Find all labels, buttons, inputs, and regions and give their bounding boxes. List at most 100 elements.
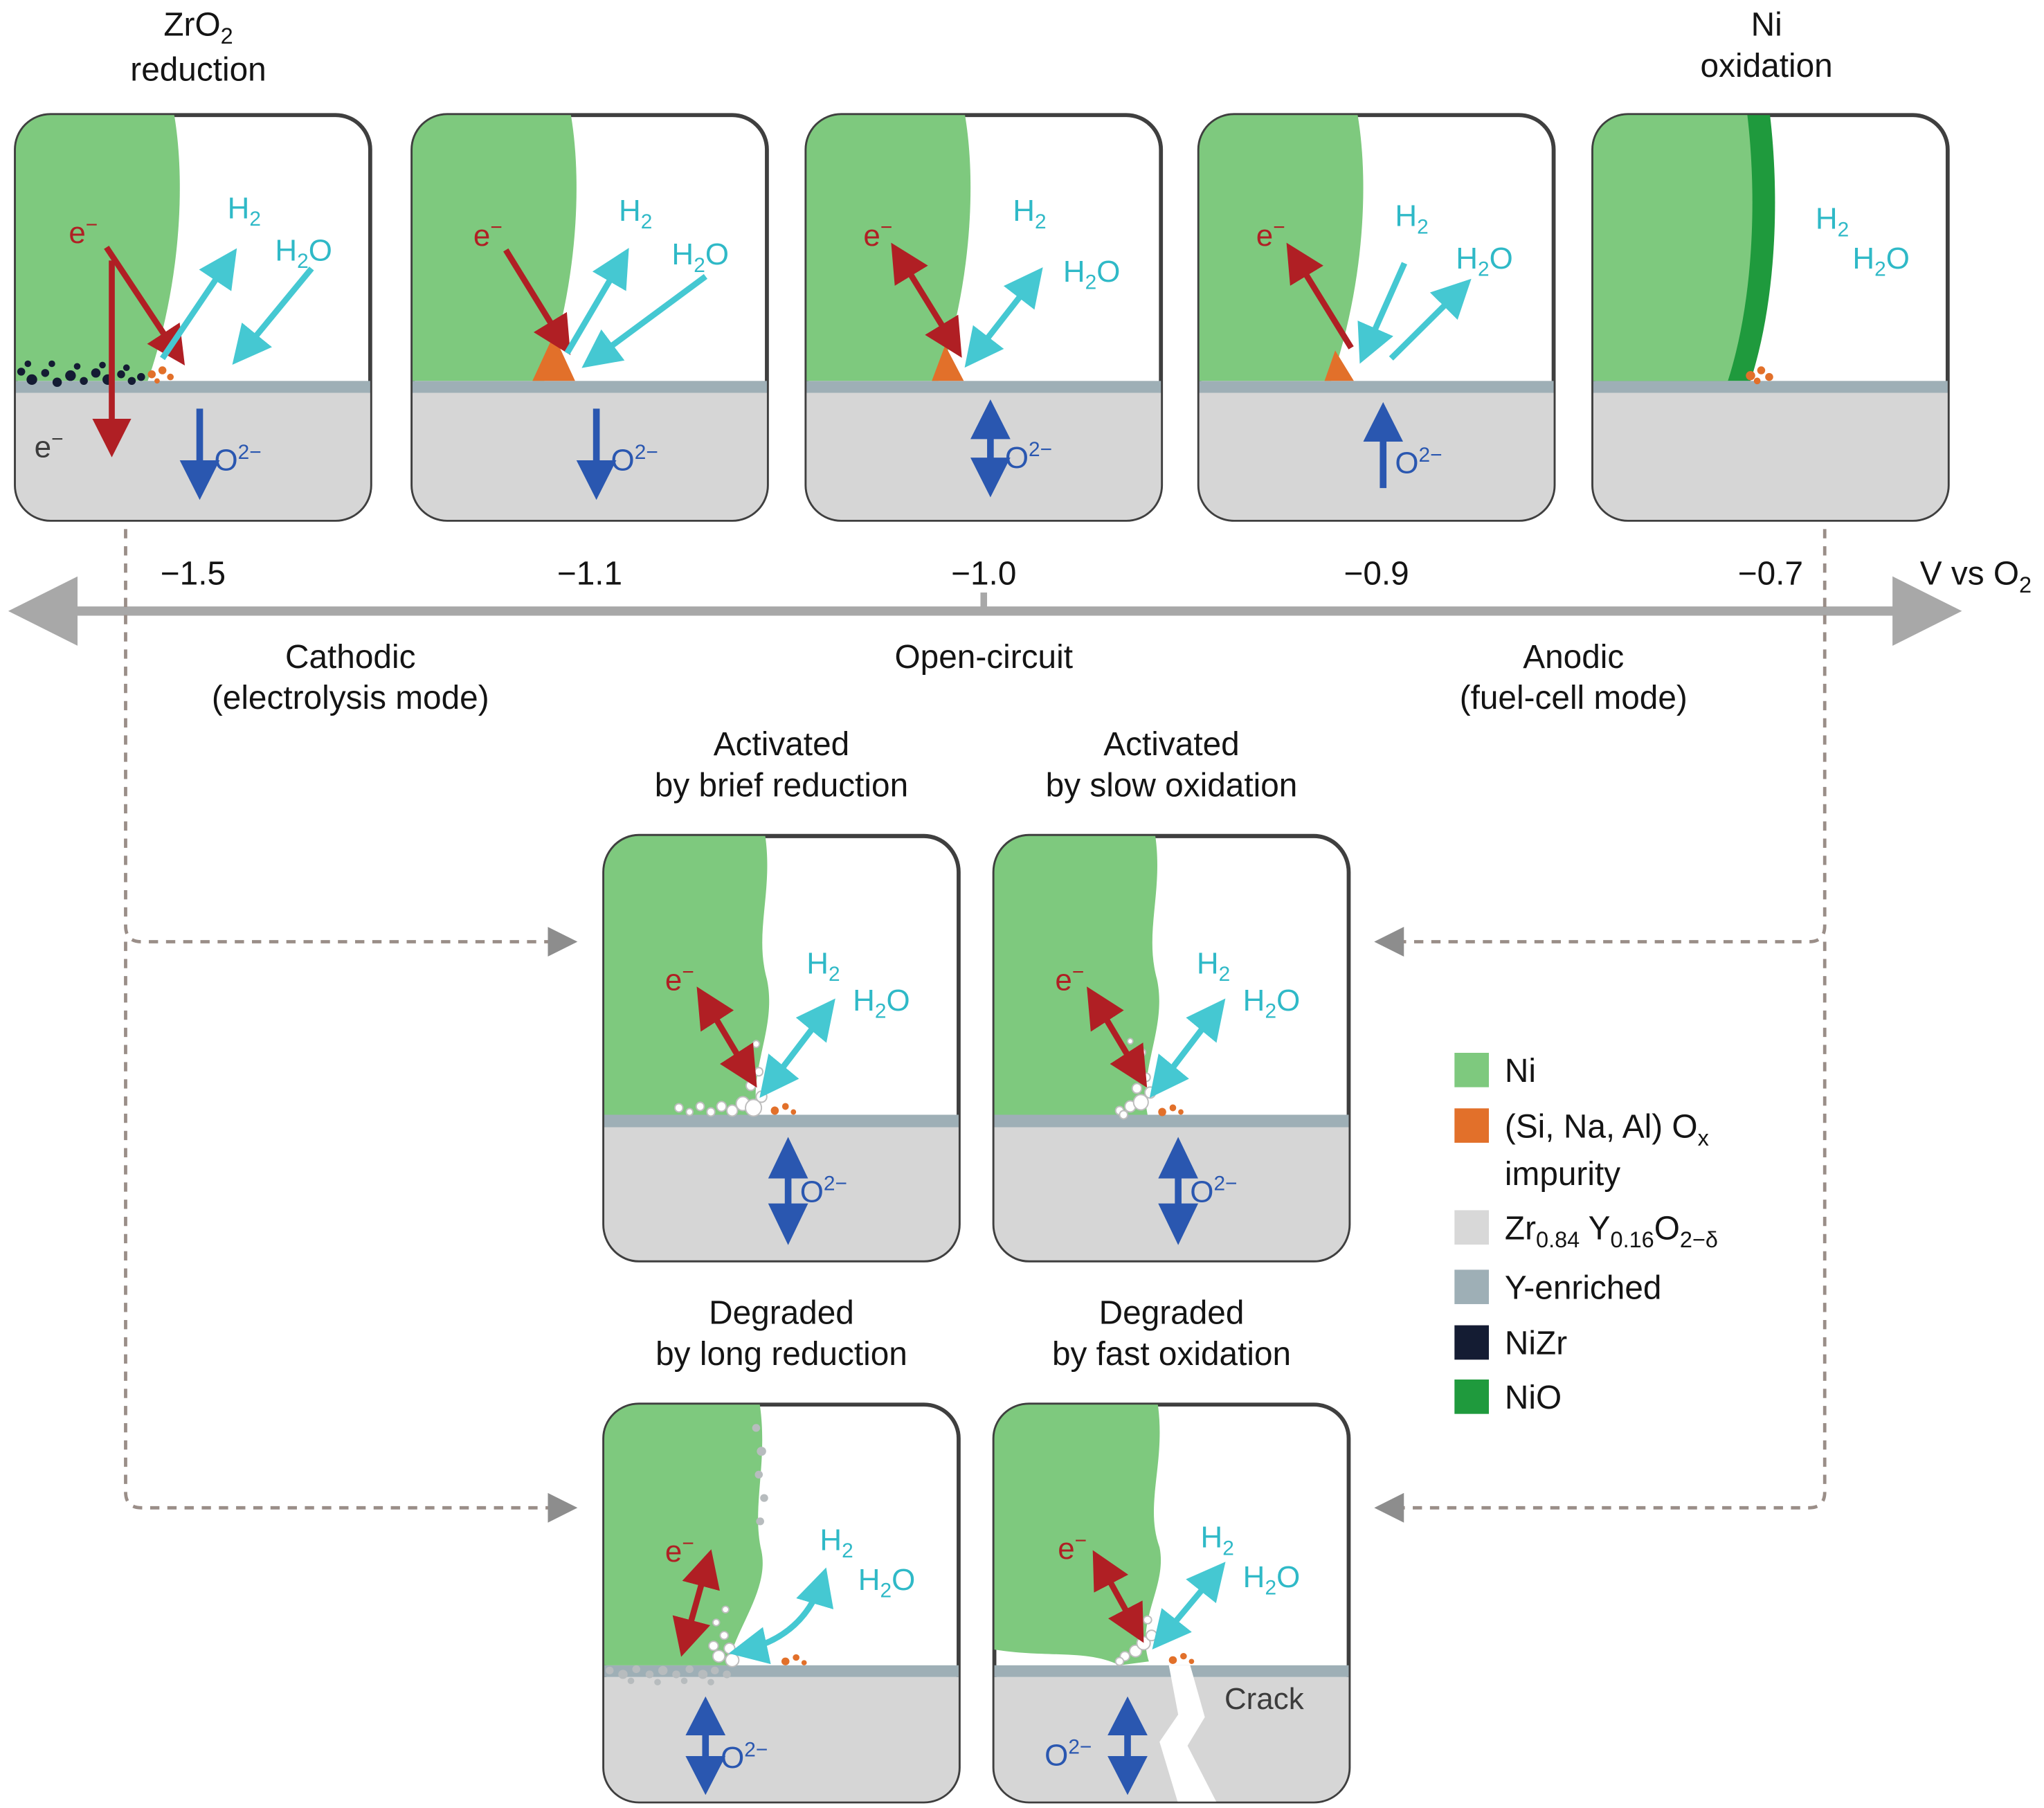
ysz-electrolyte: [994, 1127, 1349, 1260]
h2-h2o-arrow: [964, 267, 1043, 368]
h2o-label: H2O: [858, 1562, 916, 1603]
axis-unit-label: V vs O2: [1919, 555, 2032, 598]
panel-activated-brief-reduction: e− H2 H2O O2−: [602, 833, 961, 1263]
legend-label-nizr: NiZr: [1504, 1325, 1568, 1362]
h2o-label: H2O: [1852, 240, 1910, 282]
dashed-connector-left-middle: [124, 529, 578, 957]
y-enriched-layer: [1593, 381, 1948, 393]
voltage-label-5: −0.7: [1737, 555, 1804, 593]
legend-item-ni: Ni: [1454, 1050, 1718, 1093]
ysz-electrolyte: [1199, 392, 1554, 520]
legend-label-ni: Ni: [1504, 1052, 1537, 1090]
mode-label-anodic: Anodic(fuel-cell mode): [1459, 638, 1688, 718]
h2-arrow: [160, 248, 237, 361]
ysz-electrolyte: [1593, 392, 1948, 520]
nio-swatch: [1454, 1380, 1489, 1415]
h2-h2o-arrow: [759, 998, 835, 1099]
impurity-particle: [532, 334, 575, 381]
oxide-ion-label: O2−: [214, 442, 262, 478]
panel-minus-1-0-open-circuit: e− H2 H2O O2−: [804, 112, 1164, 522]
impurity-particle: [1324, 350, 1354, 381]
ni-particle: [1199, 115, 1364, 381]
legend-item-nizr: NiZr: [1454, 1322, 1718, 1365]
h2o-label: H2O: [671, 237, 729, 278]
panel-activated-slow-oxidation: e− H2 H2O O2−: [992, 833, 1352, 1263]
electron-arrow: [696, 986, 757, 1088]
h2-label: H2: [820, 1522, 853, 1563]
mode-label-open-circuit: Open-circuit: [894, 638, 1073, 676]
panel-degraded-long-reduction: e− H2 H2O O2−: [602, 1402, 961, 1804]
ni-particle: [15, 115, 180, 381]
panel-degraded-fast-oxidation: e− H2 H2O O2− Crack: [992, 1402, 1352, 1804]
oxide-ion-label: O2−: [1190, 1173, 1238, 1209]
h2-arrow: [564, 248, 629, 355]
y-enriched-layer: [413, 381, 767, 393]
electron-arrow: [891, 242, 962, 358]
legend-item-nio: NiO: [1454, 1377, 1718, 1420]
y-enriched-layer: [604, 1665, 959, 1677]
nizr-swatch: [1454, 1325, 1489, 1359]
h2o-label: H2O: [1242, 1559, 1301, 1600]
voltage-label-3: −1.0: [951, 555, 1017, 593]
impurity-particle: [932, 345, 964, 381]
ysz-swatch: [1454, 1210, 1489, 1245]
h2o-label: H2O: [1242, 982, 1301, 1024]
electron-arrow: [92, 245, 186, 458]
legend-item-y-enriched: Y-enriched: [1454, 1267, 1718, 1310]
electron-arrow: [1286, 242, 1354, 350]
impurity-particles: [770, 1103, 797, 1115]
h2o-arrow: [232, 266, 314, 365]
electron-arrow: [1087, 986, 1148, 1088]
y-enriched-layer: [1199, 381, 1554, 393]
impurity-particles: [147, 366, 174, 384]
voltage-label-4: −0.9: [1344, 555, 1409, 593]
y-enriched-layer: [806, 381, 1161, 393]
ysz-electrolyte: [604, 1676, 959, 1802]
impurity-particles: [1158, 1104, 1184, 1117]
legend-label-ysz: Zr0.84 Y0.16O2−δ: [1504, 1210, 1719, 1253]
impurity-particles: [1168, 1653, 1195, 1664]
electron-arrow: [672, 1549, 720, 1657]
panel-minus-0-7-ni-oxidation: H2 H2O: [1591, 112, 1951, 522]
ni-particle: [604, 1404, 763, 1665]
y-enriched-layer: [15, 381, 370, 393]
ysz-electrolyte: [806, 392, 1161, 520]
ysz-electrolyte: [413, 392, 767, 520]
electron-label: e−: [34, 428, 64, 464]
ysz-electrolyte: [15, 392, 370, 520]
dashed-connector-right-bottom: [1374, 941, 1827, 1523]
electron-label: e−: [1256, 217, 1285, 253]
ni-particle: [1593, 115, 1753, 381]
h2-label: H2: [806, 946, 840, 986]
ysz-electrolyte: [604, 1127, 959, 1260]
h2-label: H2: [1013, 192, 1047, 234]
oxide-ion-label: O2−: [1395, 444, 1442, 480]
h2o-label: H2O: [853, 982, 910, 1024]
h2o-arrow: [581, 273, 708, 368]
oxide-ion-label: O2−: [1004, 439, 1053, 475]
impurity-swatch: [1454, 1108, 1489, 1142]
panel-minus-1-5-zro2-reduction: e− H2 H2O O2− e−: [13, 112, 373, 522]
oxide-ion-label: O2−: [611, 442, 658, 478]
h2o-arrow: [1389, 278, 1472, 361]
h2-h2o-arrow: [1152, 1562, 1226, 1649]
h2-arrow: [1357, 262, 1407, 364]
legend-item-ysz: Zr0.84 Y0.16O2−δ: [1454, 1208, 1718, 1256]
h2-label: H2: [1200, 1519, 1234, 1560]
electrolyte-crack: [1159, 1665, 1220, 1802]
voltage-label-1: −1.5: [160, 555, 226, 593]
oxide-ion-label: O2−: [799, 1173, 847, 1209]
crack-label: Crack: [1224, 1681, 1304, 1716]
y-enriched-layer: [994, 1114, 1349, 1128]
impurity-particles: [1746, 366, 1773, 385]
legend-label-y-enriched: Y-enriched: [1504, 1269, 1662, 1308]
